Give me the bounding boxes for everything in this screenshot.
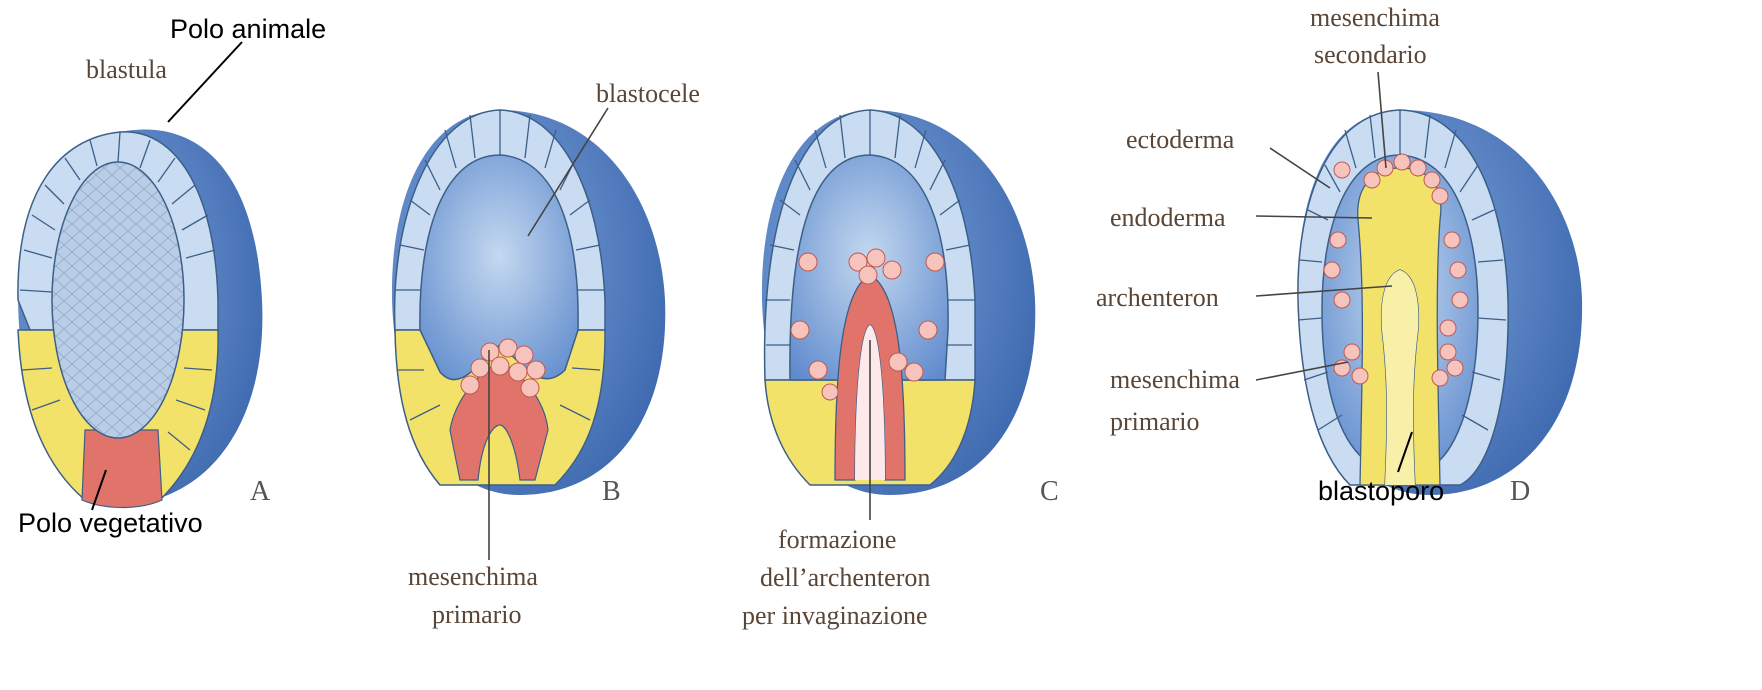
panel-label-b: B bbox=[602, 476, 621, 507]
panel-label-c: C bbox=[1040, 476, 1059, 507]
label-polo-animale: Polo animale bbox=[170, 14, 326, 44]
label-endoderma: endoderma bbox=[1110, 203, 1226, 232]
label-mesenchima-primario-d-line1: mesenchima bbox=[1110, 365, 1240, 394]
panel-a-blastula bbox=[18, 129, 262, 507]
panel-a-vegetal-pole-red bbox=[82, 430, 162, 508]
panel-d-gastrula-late bbox=[1298, 110, 1582, 495]
label-mesenchima-secondario-line1: mesenchima bbox=[1310, 3, 1440, 32]
leader-polo-animale bbox=[168, 42, 242, 122]
panel-c-gastrula-invagination bbox=[762, 110, 1035, 495]
label-formazione-line1: formazione bbox=[778, 525, 896, 554]
label-formazione-line2: dell’archenteron bbox=[760, 563, 930, 592]
label-mesenchima-primario-b-line2: primario bbox=[432, 600, 522, 629]
label-mesenchima-primario-d-line2: primario bbox=[1110, 407, 1200, 436]
label-polo-vegetativo: Polo vegetativo bbox=[18, 508, 203, 538]
label-archenteron: archenteron bbox=[1096, 283, 1219, 312]
label-ectoderma: ectoderma bbox=[1126, 125, 1235, 154]
panel-d-archenteron-cavity bbox=[1382, 270, 1419, 485]
label-blastula: blastula bbox=[86, 55, 167, 84]
label-mesenchima-secondario-line2: secondario bbox=[1314, 40, 1427, 69]
label-mesenchima-primario-b-line1: mesenchima bbox=[408, 562, 538, 591]
panel-b-gastrula-early bbox=[392, 110, 665, 495]
label-formazione-line3: per invaginazione bbox=[742, 601, 928, 630]
label-blastoporo: blastoporo bbox=[1318, 476, 1444, 506]
panel-a-blastocoel bbox=[52, 162, 184, 438]
panel-label-a: A bbox=[250, 476, 271, 507]
panel-label-d: D bbox=[1510, 476, 1530, 507]
label-blastocele: blastocele bbox=[596, 79, 700, 108]
